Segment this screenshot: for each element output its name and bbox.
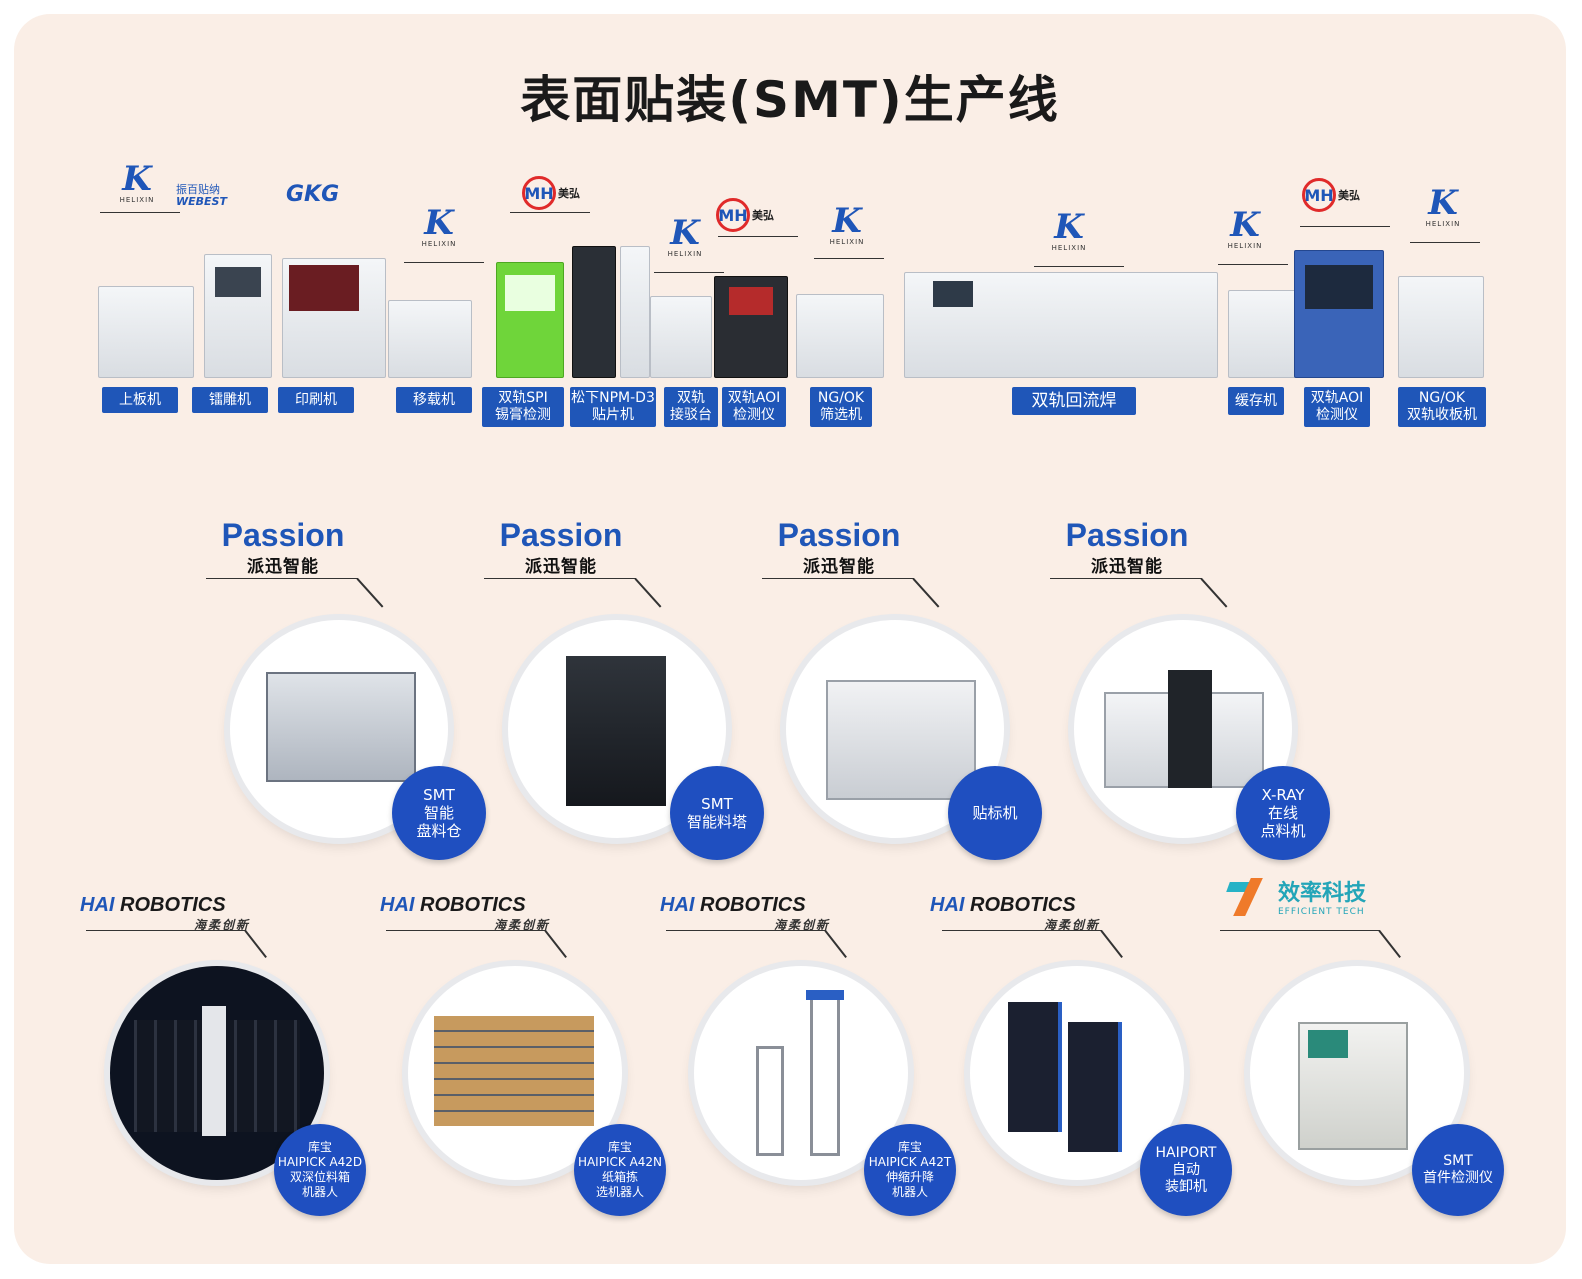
loader-machine <box>98 286 194 378</box>
aoi-machine <box>714 276 788 378</box>
unloader-machine <box>1398 276 1484 378</box>
conveyor-machine <box>650 296 712 378</box>
gkg-logo: GKG <box>286 182 340 207</box>
product-circle <box>970 966 1184 1180</box>
label-loader: 上板机 <box>102 387 178 413</box>
label-buffer: 缓存机 <box>1228 387 1284 415</box>
label-printer: 印刷机 <box>278 387 354 413</box>
reflow-oven <box>904 272 1218 378</box>
label-transfer: 移载机 <box>396 387 472 413</box>
placement-panel <box>620 246 650 378</box>
ngok-sorter <box>796 294 884 378</box>
buffer-machine <box>1228 290 1298 378</box>
label-conveyor: 双轨接驳台 <box>664 387 718 427</box>
laser-engraver <box>204 254 272 378</box>
spi-machine <box>496 262 564 378</box>
badge-labeler: 贴标机 <box>948 766 1042 860</box>
label-laser: 镭雕机 <box>192 387 268 413</box>
placement-machine <box>572 246 616 378</box>
printer-machine <box>282 258 386 378</box>
transfer-machine <box>388 300 472 378</box>
aoi-machine-2 <box>1294 250 1384 378</box>
label-reflow: 双轨回流焊 <box>1012 387 1136 415</box>
page-title: 表面贴装(SMT)生产线 <box>520 71 1060 129</box>
efficient-tech-logo: 效率科技 EFFICIENT TECH <box>1226 874 1366 918</box>
product-circle <box>230 620 448 838</box>
